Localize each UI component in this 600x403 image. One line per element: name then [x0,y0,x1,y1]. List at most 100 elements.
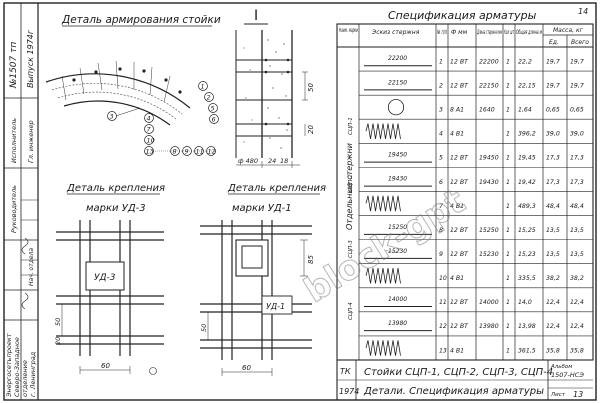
cell-total: 19,42 [518,179,536,186]
cell-dia: 4 В1 [450,275,464,282]
detail-column-title: Деталь армирования стойки [61,14,221,26]
cell-m1: 13,5 [546,251,560,258]
section-mark: I [254,8,258,24]
cell-pos: 10 [439,275,447,282]
dim-50-section: 50 [307,83,315,92]
cell-m2: 12,4 [570,323,584,330]
cell-m1: 17,3 [546,179,560,186]
cell-total: 14,0 [518,299,532,306]
stamp-role-2: Руководитель [10,185,18,233]
cell-dia: 12 ВТ [450,323,469,330]
cell-len: 1640 [479,107,495,114]
cell-total: 15,25 [518,227,536,234]
cell-total: 489,3 [518,203,536,210]
arc-mark-4: 4 [147,115,151,123]
arc-mark-7: 7 [147,126,152,134]
sketch-length: 19430 [388,176,407,183]
cell-pos: 8 [439,227,443,234]
arc-mark-8: 8 [173,148,177,156]
spiral-sketch [365,340,401,356]
cell-dia: 12 ВТ [450,299,469,306]
ud3-detail: Деталь крепления марки УД-3 УД-3 50 20 6… [54,183,165,375]
ud1-title-line-1: Деталь крепления [227,183,326,194]
spiral-sketch [365,267,401,284]
arc-mark-10: 10 [147,137,155,145]
hdr-mass: Масса, кг [553,27,584,34]
cell-qty: 1 [506,227,510,234]
cell-qty: 1 [506,179,510,186]
cell-m2: 19,7 [570,58,584,65]
cell-total: 361,5 [518,347,536,354]
cell-total: 1,64 [518,107,532,114]
cell-dia: 12 ВТ [450,251,469,258]
cell-total: 19,45 [518,155,536,162]
stamp-role-3: Гл. инженер [27,120,35,163]
ring-sketch [387,99,405,116]
ud3-title-line-1: Деталь крепления [66,183,165,194]
mark-label-3: СЦП-3 [348,240,354,258]
cell-dia: 12 ВТ [450,155,469,162]
ud3-title-line-2: марки УД-3 [86,203,146,214]
org-line-2: Северо-Западное [13,337,21,397]
tb-code: ТК [340,367,351,376]
cell-total: 22,2 [518,58,532,65]
sheet-frame [3,2,597,401]
sketch-length: 22150 [388,79,407,86]
sketch-length: 22200 [388,55,407,62]
mark-label-1: СЦП-1 [348,117,354,135]
cell-m2: 35,8 [570,347,584,354]
hdr-sketch: Эскиз стержня [371,29,420,36]
cell-len: 15250 [479,227,499,234]
watermark: block-gpt [297,181,472,311]
tb-title-line-2: Детали. Спецификация арматуры [363,386,544,397]
cell-len: 14000 [479,299,499,306]
cell-m1: 13,5 [546,227,560,234]
hdr-len: Длина стержня мм [477,29,503,36]
cell-len: 19430 [479,179,499,186]
cell-m1: 19,7 [546,58,560,65]
cell-dia: 4 В1 [450,347,464,354]
hdr-mass-all: Всего [571,39,589,46]
hdr-qty: Кол шт [504,29,514,36]
cell-dia: 4 В1 [450,131,464,138]
cell-m1: 35,8 [546,347,560,354]
sketch-length: 15230 [388,248,407,255]
cell-m1: 0,65 [546,107,560,114]
ud1-detail: Деталь крепления марки УД-1 УД-1 85 50 6… [200,183,326,376]
arc-mark-11: 11 [196,148,204,156]
cell-m2: 38,2 [570,275,584,282]
arc-mark-6: 6 [212,116,216,124]
arc-mark-3: 3 [110,113,114,121]
cell-qty: 1 [506,275,510,282]
spiral-sketch [365,123,401,140]
hdr-dia: Ф мм [451,29,468,36]
arc-mark-1: 1 [201,83,205,91]
column-reinforcement-detail: Деталь армирования стойки 1 2 5 6 [45,14,221,156]
cell-m1: 12,4 [546,323,560,330]
cell-qty: 1 [506,58,510,65]
section-i-detail: I 50 20 [235,8,315,168]
dim-20-ud3: 20 [54,337,62,345]
cell-m2: 17,3 [570,155,584,162]
cell-pos: 4 [439,131,443,138]
cell-len: 22200 [479,58,499,65]
cell-m2: 12,4 [570,299,584,306]
cell-total: 13,98 [518,323,536,330]
dim-50-ud3: 50 [54,318,62,326]
hdr-mark: Наим. марки [339,27,358,34]
left-stamp: №1507 тп Выпуск 1974г Исполнитель Руково… [4,3,38,400]
cell-m1: 17,3 [546,155,560,162]
hdr-pos: № п/п [436,29,447,36]
cell-pos: 12 [439,323,447,330]
spec-title: Спецификация арматуры [388,9,537,22]
cell-pos: 3 [439,107,443,114]
tb-album-value: 1507-НСЭ [551,371,584,379]
sketch-length: 13980 [388,320,407,327]
ud1-title-line-2: марки УД-1 [232,203,292,214]
cell-dia: 8 А1 [450,107,464,114]
tb-year: 1974 [339,387,359,396]
cell-m1: 39,0 [546,131,560,138]
cell-pos: 5 [439,155,443,162]
